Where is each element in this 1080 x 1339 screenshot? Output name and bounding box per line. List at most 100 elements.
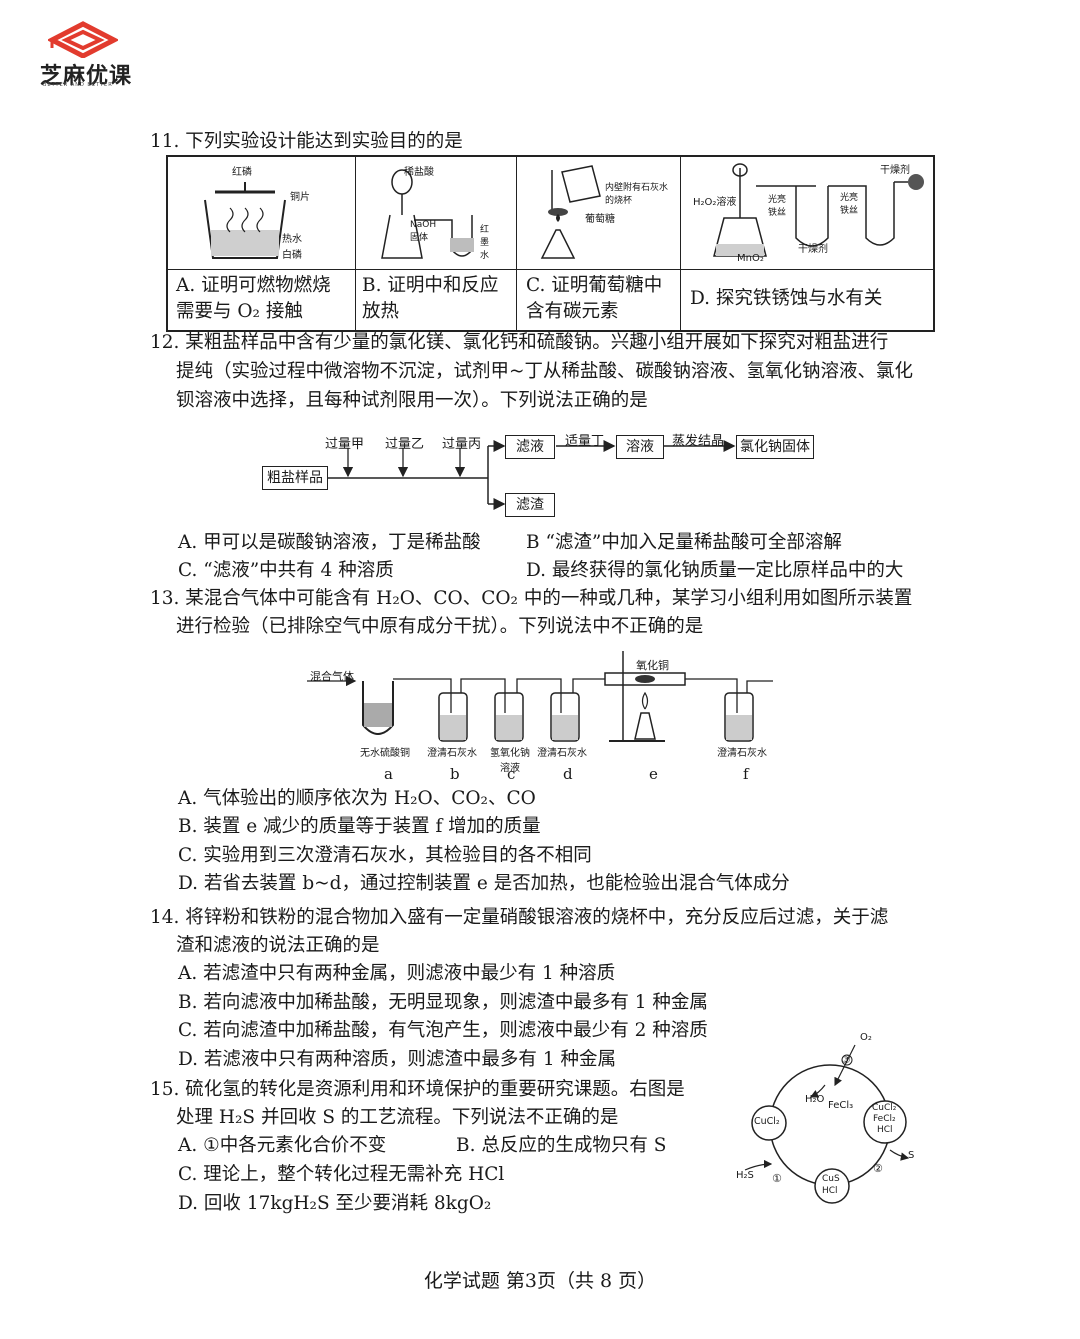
- label-naoh: NaOH固体: [410, 220, 437, 243]
- app-letter-b: b: [450, 765, 460, 783]
- flow-reagent-b: 过量乙: [385, 437, 425, 452]
- cycle-cus: CuS: [822, 1174, 840, 1184]
- q15-stem-line2: 处理 H₂S 并回收 S 的工艺流程。下列说法不正确的是: [176, 1107, 619, 1128]
- q11-divider: [355, 155, 356, 330]
- q11-option-d[interactable]: D. 探究铁锈蚀与水有关: [690, 286, 882, 312]
- q12-option-d[interactable]: D. 最终获得的氯化钠质量一定比原样品中的大: [526, 560, 904, 581]
- flow-reagent-c: 过量丙: [442, 437, 482, 452]
- cycle-h2o: H₂O: [805, 1094, 825, 1105]
- label-white-phosphorus: 白磷: [282, 250, 302, 261]
- logo-subtitle: BETTER AND BETTER: [43, 82, 113, 88]
- q11-option-a[interactable]: A. 证明可燃物燃烧 需要与 O₂ 接触: [176, 273, 331, 325]
- q14-option-d[interactable]: D. 若滤液中只有两种溶质，则滤渣中最多有 1 种金属: [178, 1049, 616, 1070]
- q12-stem-line2: 提纯（实验过程中微溶物不沉淀，试剂甲~丁从稀盐酸、碳酸钠溶液、氢氧化钠溶液、氯化: [176, 361, 914, 382]
- cycle-right-2: FeCl₂: [873, 1114, 896, 1124]
- q15-stem-line1: 15. 硫化氢的转化是资源利用和环境保护的重要研究课题。右图是: [150, 1079, 685, 1100]
- q11-option-b-line1: B. 证明中和反应: [362, 275, 499, 296]
- q12-option-c[interactable]: C. “滤液”中共有 4 种溶质: [178, 560, 394, 581]
- cycle-right-1: CuCl₂: [872, 1103, 897, 1113]
- cycle-s: S: [908, 1150, 915, 1161]
- q11-option-b-line2: 放热: [362, 301, 400, 322]
- q14-option-b[interactable]: B. 若向滤液中加稀盐酸，无明显现象，则滤渣中最多有 1 种金属: [178, 992, 708, 1013]
- label-limewater-d: 澄清石灰水: [537, 748, 587, 759]
- cycle-step3: ③: [841, 1053, 851, 1066]
- label-iron-wire-1: 光亮铁丝: [768, 195, 787, 218]
- logo-graphic: [48, 21, 118, 58]
- label-mixed-gas: 混合气体: [310, 670, 354, 683]
- label-hcl: 稀盐酸: [404, 167, 434, 178]
- cycle-cucl: CuCl₂: [754, 1116, 780, 1127]
- label-red-ink: 红墨水: [480, 225, 490, 261]
- q11-option-b[interactable]: B. 证明中和反应 放热: [362, 273, 498, 325]
- q11-row-divider: [166, 269, 933, 270]
- flow-step2: 适量丁: [565, 434, 605, 449]
- label-cuo: 氧化铜: [636, 659, 669, 672]
- label-hot-water: 热水: [282, 234, 302, 245]
- app-letter-f: f: [743, 765, 749, 783]
- label-h2o2: H₂O₂溶液: [693, 197, 737, 208]
- q12-option-b[interactable]: B “滤渣”中加入足量稀盐酸可全部溶解: [526, 532, 842, 553]
- q11-divider: [516, 155, 517, 330]
- q14-option-a[interactable]: A. 若滤渣中只有两种金属，则滤液中最少有 1 种溶质: [178, 963, 616, 984]
- label-iron-wire-2: 光亮铁丝: [840, 193, 859, 216]
- label-limewater-f: 澄清石灰水: [717, 748, 767, 759]
- cycle-step2: ②: [873, 1162, 883, 1175]
- label-glucose: 葡萄糖: [585, 214, 615, 225]
- q14-stem-line1: 14. 将锌粉和铁粉的混合物加入盛有一定量硝酸银溶液的烧杯中，充分反应后过滤，关…: [150, 907, 889, 928]
- q12-flowchart-lines: [326, 440, 736, 510]
- cycle-o2: O₂: [860, 1032, 872, 1043]
- flow-residue: 滤渣: [505, 493, 555, 517]
- q12-option-a[interactable]: A. 甲可以是碳酸钠溶液，丁是稀盐酸: [178, 532, 481, 553]
- q14-option-c[interactable]: C. 若向滤渣中加稀盐酸，有气泡产生，则滤液中最少有 2 种溶质: [178, 1020, 708, 1041]
- app-letter-a: a: [384, 765, 393, 783]
- q13-option-a[interactable]: A. 气体验出的顺序依次为 H₂O、CO₂、CO: [178, 788, 536, 809]
- q11-option-a-line1: A. 证明可燃物燃烧: [176, 275, 331, 296]
- q15-option-b[interactable]: B. 总反应的生成物只有 S: [456, 1135, 667, 1156]
- page-footer: 化学试题 第3页（共 8 页）: [423, 1270, 657, 1292]
- q13-option-b[interactable]: B. 装置 e 减少的质量等于装置 f 增加的质量: [178, 816, 541, 837]
- flow-end: 氯化钠固体: [736, 435, 814, 459]
- q15-option-c[interactable]: C. 理论上，整个转化过程无需补充 HCl: [178, 1164, 505, 1185]
- app-letter-e: e: [649, 765, 658, 783]
- cycle-right-3: HCl: [877, 1125, 893, 1135]
- flow-filtrate: 滤液: [505, 435, 555, 459]
- q13-stem-line2: 进行检验（已排除空气中原有成分干扰）。下列说法中不正确的是: [176, 616, 704, 637]
- cycle-step1: ①: [772, 1172, 782, 1185]
- q13-apparatus: [307, 651, 773, 742]
- q15-option-d[interactable]: D. 回收 17kgH₂S 至少要消耗 8kgO₂: [178, 1193, 492, 1214]
- q11-option-c[interactable]: C. 证明葡萄糖中 含有碳元素: [526, 273, 662, 325]
- q11-stem: 11. 下列实验设计能达到实验目的的是: [150, 131, 463, 152]
- diagram-glucose: [540, 165, 601, 259]
- flow-reagent-a: 过量甲: [325, 437, 365, 452]
- label-desiccant-top: 干燥剂: [880, 165, 910, 176]
- cycle-fecl3: FeCl₃: [828, 1100, 854, 1111]
- q13-option-c[interactable]: C. 实验用到三次澄清石灰水，其检验目的各不相同: [178, 845, 592, 866]
- label-naoh-c: 氢氧化钠溶液: [490, 748, 530, 774]
- q11-table: [166, 155, 935, 332]
- q11-option-d-line1: D. 探究铁锈蚀与水有关: [690, 288, 883, 309]
- app-letter-c: c: [507, 765, 516, 783]
- q11-option-a-line2: 需要与 O₂ 接触: [176, 301, 303, 322]
- flow-step3: 蒸发结晶: [672, 434, 725, 449]
- logo-text: 芝麻优课: [40, 64, 133, 89]
- flow-solution: 溶液: [616, 435, 664, 459]
- app-letter-d: d: [563, 765, 573, 783]
- label-copper: 铜片: [290, 192, 310, 203]
- q11-option-c-line2: 含有碳元素: [526, 301, 619, 322]
- q15-cycle-diagram: [744, 1044, 910, 1204]
- q11-divider: [680, 155, 681, 330]
- q13-option-d[interactable]: D. 若省去装置 b~d，通过控制装置 e 是否加热，也能检验出混合气体成分: [178, 873, 790, 894]
- q15-option-a[interactable]: A. ①中各元素化合价不变: [178, 1135, 387, 1156]
- q12-stem-line1: 12. 某粗盐样品中含有少量的氯化镁、氯化钙和硫酸钠。兴趣小组开展如下探究对粗盐…: [150, 332, 889, 353]
- diagram-combustion: [204, 182, 286, 259]
- q12-stem-line3: 钡溶液中选择，且每种试剂限用一次）。下列说法正确的是: [176, 390, 648, 411]
- diagram-iron-rust: [713, 163, 924, 257]
- q11-option-c-line1: C. 证明葡萄糖中: [526, 275, 663, 296]
- cycle-h2s: H₂S: [736, 1170, 754, 1181]
- q14-stem-line2: 渣和滤液的说法正确的是: [176, 935, 380, 956]
- label-red-phosphorus: 红磷: [232, 167, 252, 178]
- label-anhydrous-cuso4: 无水硫酸铜: [360, 748, 410, 759]
- diagram-neutralization: [381, 169, 474, 259]
- q13-stem-line1: 13. 某混合气体中可能含有 H₂O、CO、CO₂ 中的一种或几种，某学习小组利…: [150, 588, 913, 609]
- label-desiccant-bottom: 干燥剂: [798, 244, 828, 255]
